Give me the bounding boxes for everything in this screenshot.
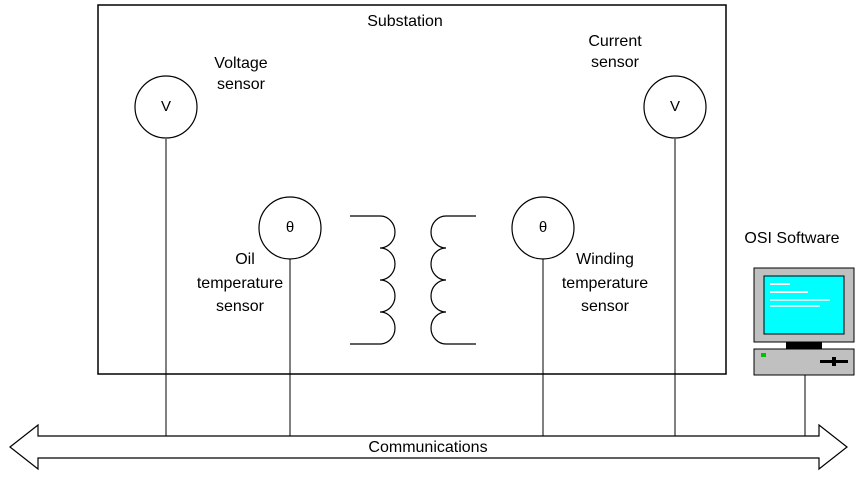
substation-label: Substation	[367, 13, 443, 30]
oil-sensor-label-line2: temperature	[196, 275, 284, 292]
voltage-sensor-label-line1: Voltage	[214, 55, 268, 72]
desktop-computer-icon	[753, 267, 855, 376]
voltage-sensor-symbol: V	[160, 98, 171, 115]
winding-sensor-label-line3: sensor	[580, 298, 630, 315]
oil-sensor-symbol: θ	[285, 219, 295, 236]
voltage-sensor-label-line2: sensor	[216, 76, 266, 93]
winding-sensor-label-line2: temperature	[561, 275, 649, 292]
winding-sensor-circle	[511, 196, 575, 260]
oil-sensor-label-line3: sensor	[215, 298, 265, 315]
communications-arrow	[9, 423, 848, 471]
transformer-secondary-coil	[430, 215, 476, 345]
current-sensor-symbol: V	[669, 98, 680, 115]
substation-box	[97, 4, 727, 375]
current-sensor-circle	[643, 75, 707, 139]
voltage-sensor-circle	[134, 75, 198, 139]
current-sensor-label-line2: sensor	[590, 54, 640, 71]
current-sensor-label-line1: Current	[588, 33, 642, 50]
communications-label: Communications	[368, 439, 488, 456]
transformer-primary-coil	[350, 215, 396, 345]
oil-sensor-circle	[258, 196, 322, 260]
winding-sensor-label-line1: Winding	[576, 251, 634, 268]
oil-sensor-label-line1: Oil	[235, 251, 255, 268]
winding-sensor-symbol: θ	[538, 219, 548, 236]
osi-software-label: OSI Software	[744, 230, 840, 247]
